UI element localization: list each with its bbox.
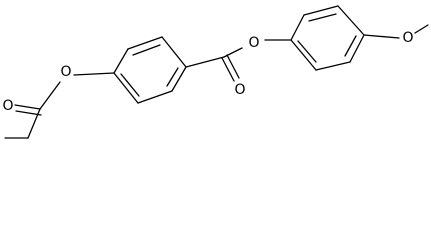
carbonyl-double-bond	[14, 104, 41, 110]
bond	[363, 34, 400, 39]
bond	[185, 56, 225, 68]
oxygen-label-propanoyl-ester: O	[60, 64, 71, 80]
double-bond-inner	[132, 44, 161, 56]
bond	[337, 5, 365, 36]
double-bond-inner	[344, 35, 357, 57]
bond	[290, 39, 317, 71]
bond	[414, 24, 429, 34]
bond	[39, 81, 61, 110]
double-bond-inner	[166, 67, 179, 87]
bond	[73, 72, 115, 76]
oxygen-label-methoxy: O	[402, 30, 413, 46]
propanoyloxy-group	[4, 72, 115, 139]
bond	[303, 5, 339, 16]
bond	[171, 66, 187, 92]
bond	[315, 61, 351, 71]
carbonyl-double-bond	[221, 57, 235, 82]
benzene-ring-right	[290, 5, 365, 71]
carbonyl-double-bond	[226, 54, 240, 79]
double-bond-inner	[120, 73, 140, 97]
oxygen-label-benzoate-ester: O	[248, 35, 259, 51]
methoxy-group	[363, 24, 429, 39]
double-bond-inner	[308, 13, 337, 22]
bond	[127, 36, 163, 50]
double-bond-inner	[297, 40, 317, 63]
bond	[349, 34, 365, 63]
bond	[113, 72, 139, 104]
carbonyl-double-bond	[15, 110, 42, 116]
oxygen-label-propanoyl-carbonyl: O	[2, 98, 13, 114]
bond	[27, 108, 41, 139]
bond	[113, 48, 129, 74]
benzene-ring-central	[113, 36, 187, 104]
oxygen-label-benzoate-carbonyl: O	[234, 82, 245, 98]
bond	[137, 90, 173, 104]
bond	[290, 14, 305, 41]
bond	[161, 36, 187, 68]
chemical-structure-diagram: O O O O O	[2, 5, 429, 139]
benzoate-ester-group	[185, 39, 292, 82]
